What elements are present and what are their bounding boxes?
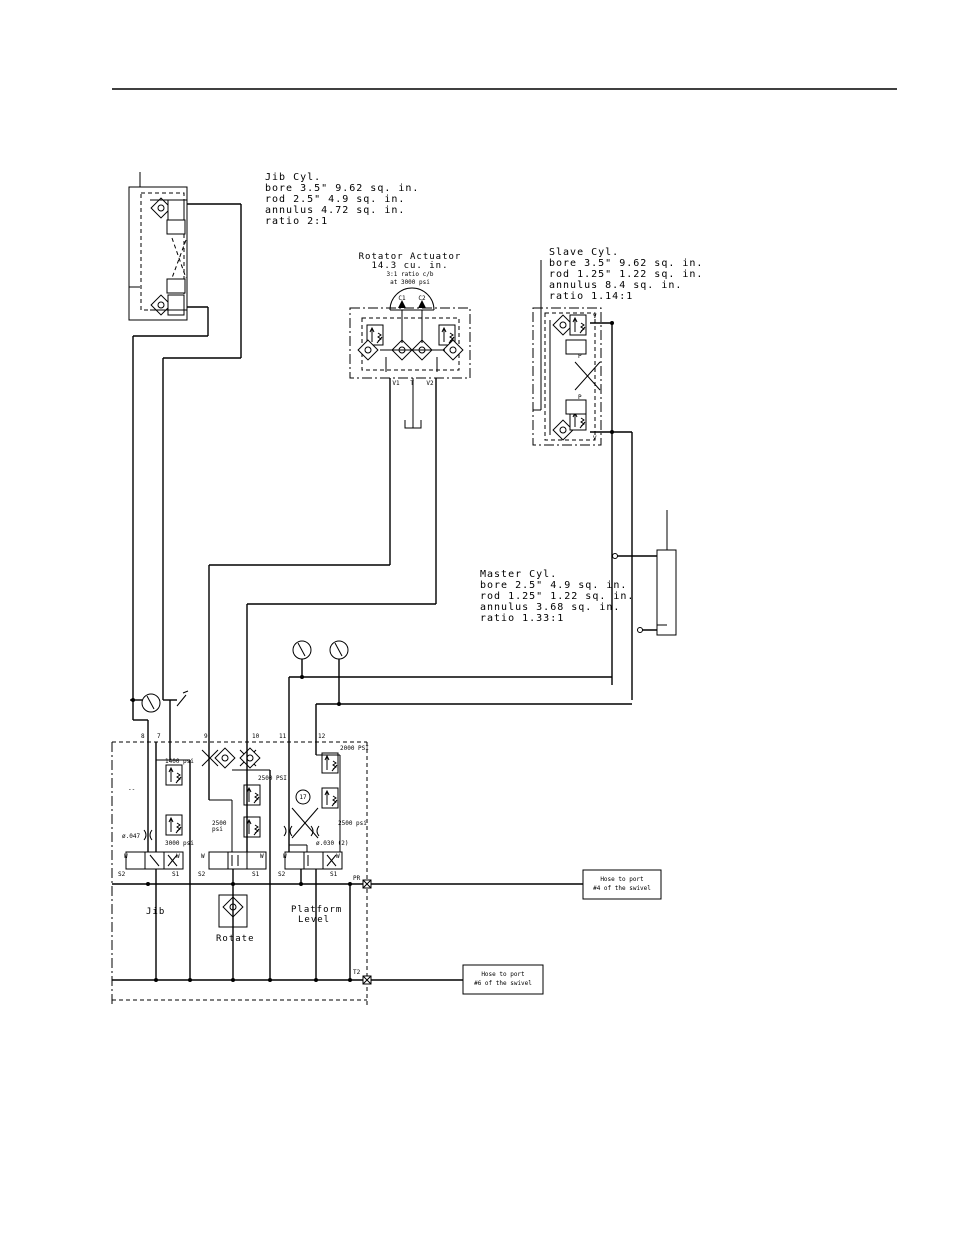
pressure-2500a: 2500 PSI (258, 775, 287, 782)
hose-t2-line1: Hose to port (481, 971, 525, 978)
hose-t2-line2: #6 of the swivel (474, 980, 532, 987)
master-cyl-line: annulus 3.68 sq. in. (480, 602, 620, 613)
section-jib: Jib (146, 907, 165, 917)
master-cyl-title: Master Cyl. (480, 569, 557, 580)
solenoid-w: W (176, 853, 180, 860)
solenoid-s1: S1 (252, 871, 260, 878)
hose-callout-pr: Hose to port #4 of the swivel (582, 869, 662, 900)
slave-cyl-spec: Slave Cyl. bore 3.5" 9.62 sq. in. rod 1.… (549, 247, 703, 302)
solenoid-w: W (124, 853, 128, 860)
port-t2: T2 (353, 969, 361, 976)
rotator-port-t: T (410, 380, 414, 387)
slave-cyl-line: rod 1.25" 1.22 sq. in. (549, 269, 703, 280)
jib-cyl-spec: Jib Cyl. bore 3.5" 9.62 sq. in. rod 2.5"… (265, 172, 419, 227)
hose-pr-line1: Hose to port (600, 876, 644, 883)
solenoid-s1: S1 (330, 871, 338, 878)
pressure-2000: 2000 PSI (340, 745, 369, 752)
solenoid-w: W (283, 853, 287, 860)
orifice-030: ø.030 (2) (316, 840, 349, 847)
rotator-actuator: C1 C2 V1 T V2 (208, 287, 471, 742)
rotator-port-c2: C2 (418, 295, 426, 302)
slave-port-v-bot: V (593, 435, 597, 442)
port-pr: PR (353, 875, 361, 882)
slave-port-p-top: P (578, 353, 582, 360)
valve-block: 8 7 9 10 11 12 -- 1400 psi 3000 psi ø.04… (111, 733, 583, 1005)
solenoid-w: W (260, 853, 264, 860)
port-number-8: 8 (141, 733, 145, 740)
rotator-title: Rotator Actuator (359, 252, 462, 262)
slave-cyl-line: ratio 1.14:1 (549, 291, 633, 302)
master-cyl-line: bore 2.5" 4.9 sq. in. (480, 580, 627, 591)
pressure-2500c: 2500 psi (338, 820, 367, 827)
solenoid-s1: S1 (172, 871, 180, 878)
solenoid-w: W (336, 853, 340, 860)
port-number-12: 12 (318, 733, 326, 740)
rotator-port-c1: C1 (398, 295, 406, 302)
slave-cyl-line: annulus 8.4 sq. in. (549, 280, 682, 291)
section-platform: Platform (291, 905, 342, 915)
rotator-line: 3:1 ratio c/b (387, 271, 434, 278)
rotator-port-v1: V1 (392, 380, 400, 387)
section-level: Level (298, 915, 330, 925)
master-cylinder (612, 510, 677, 636)
solenoid-s2: S2 (278, 871, 286, 878)
rotator-port-v2: V2 (426, 380, 434, 387)
master-cyl-line: rod 1.25" 1.22 sq. in. (480, 591, 634, 602)
slave-cyl-title: Slave Cyl. (549, 247, 619, 258)
solenoid-s2: S2 (198, 871, 206, 878)
jib-cyl-title: Jib Cyl. (265, 172, 321, 183)
section-rotate: Rotate (216, 934, 255, 944)
orifice-047: ø.047 (122, 833, 140, 840)
pressure-2500b: 2500 (212, 820, 227, 827)
slave-cyl-line: bore 3.5" 9.62 sq. in. (549, 258, 703, 269)
pressure-1400: 1400 psi (165, 758, 194, 765)
port-number-9: 9 (204, 733, 208, 740)
hose-callout-t2: Hose to port #6 of the swivel (462, 964, 544, 995)
pressure-psi: psi (212, 826, 223, 833)
slave-cylinder: V P P V (532, 260, 633, 700)
jib-cyl-line: annulus 4.72 sq. in. (265, 205, 405, 216)
master-cyl-line: ratio 1.33:1 (480, 613, 564, 624)
rotator-line: at 3000 psi (390, 279, 430, 286)
port-number-10: 10 (252, 733, 260, 740)
port-number-7: 7 (157, 733, 161, 740)
gauges (130, 640, 632, 742)
jib-cyl-line: ratio 2:1 (265, 216, 328, 227)
meter-label: 17 (299, 794, 307, 801)
port-number-11: 11 (279, 733, 287, 740)
jib-cyl-line: bore 3.5" 9.62 sq. in. (265, 183, 419, 194)
slave-port-v-top: V (593, 313, 597, 320)
slave-port-p-bot: P (578, 394, 582, 401)
rotator-spec: Rotator Actuator 14.3 cu. in. 3:1 ratio … (359, 252, 462, 286)
solenoid-w: W (201, 853, 205, 860)
master-cyl-spec: Master Cyl. bore 2.5" 4.9 sq. in. rod 1.… (480, 569, 634, 624)
pressure-3000: 3000 psi (165, 840, 194, 847)
hose-pr-line2: #4 of the swivel (593, 885, 651, 892)
jib-cylinder (128, 172, 242, 720)
rotator-line: 14.3 cu. in. (371, 261, 448, 271)
solenoid-s2: S2 (118, 871, 126, 878)
jib-cyl-line: rod 2.5" 4.9 sq. in. (265, 194, 405, 205)
dash-mark: -- (128, 786, 135, 793)
